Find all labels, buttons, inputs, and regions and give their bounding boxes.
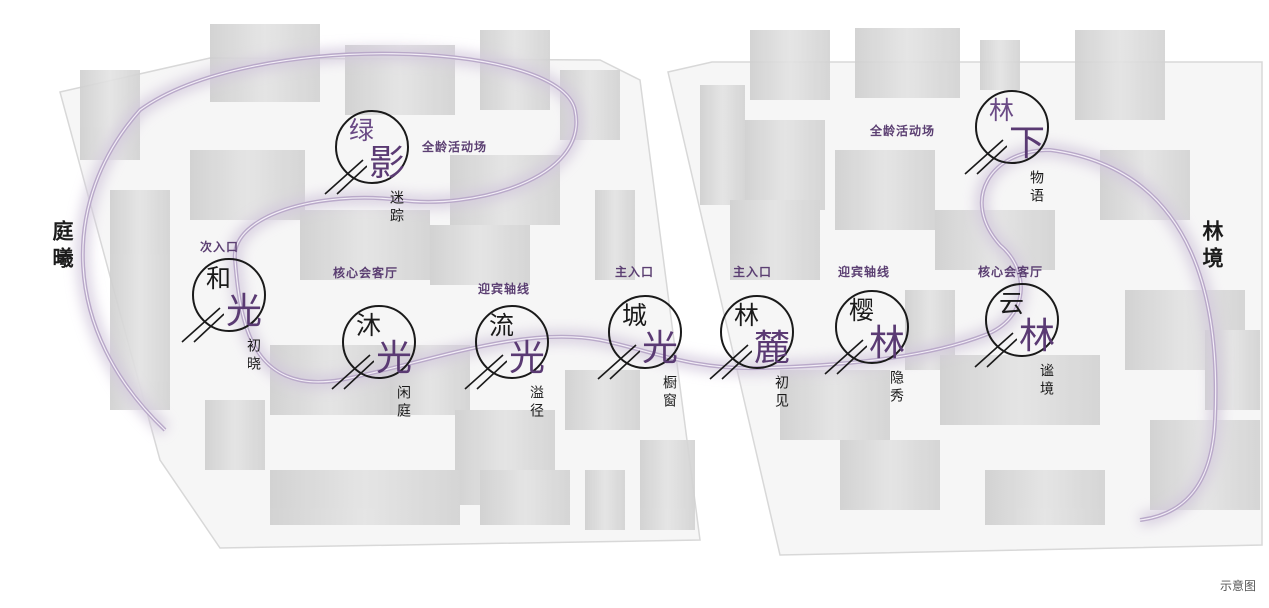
diagram-caption: 示意图 xyxy=(1219,579,1256,593)
label-secondary-entrance: 次入口 xyxy=(200,240,240,254)
node-char-1: 云 xyxy=(999,289,1025,318)
node-subtitle: 物语 xyxy=(1028,170,1044,206)
node-char-2: 光 xyxy=(642,328,679,369)
node-char-2: 林 xyxy=(1019,316,1056,357)
node-char-1: 沐 xyxy=(356,311,382,340)
hatch-mark xyxy=(324,159,367,195)
node-char-2: 光 xyxy=(509,338,546,379)
node-ring xyxy=(720,295,794,369)
hatch-mark xyxy=(824,339,867,375)
node-linxia: 林 下 物语 xyxy=(964,90,1115,240)
node-lvying: 绿 影 迷踪 xyxy=(324,110,475,260)
node-heguang: 和 光 初晓 xyxy=(181,258,332,408)
node-subtitle: 初见 xyxy=(773,375,789,411)
hatch-mark xyxy=(709,344,752,380)
hatch-mark xyxy=(181,307,224,343)
node-ring xyxy=(342,305,416,379)
node-char-2: 下 xyxy=(1009,123,1046,164)
hatch-mark xyxy=(597,344,640,380)
node-liuguang: 流 光 溢径 xyxy=(464,305,615,455)
node-yinglin: 樱 林 隐秀 xyxy=(824,290,975,440)
left-side-title: 庭曦 xyxy=(50,220,75,274)
node-muguang: 沐 光 闲庭 xyxy=(331,305,482,455)
label-core-lounge-right: 核心会客厅 xyxy=(978,265,1044,279)
node-char-1: 绿 xyxy=(349,116,375,145)
node-ring xyxy=(192,258,266,332)
right-side-title: 林境 xyxy=(1200,220,1225,274)
node-subtitle: 橱窗 xyxy=(661,375,677,411)
label-all-age-left: 全龄活动场 xyxy=(422,140,488,154)
node-char-2: 林 xyxy=(869,323,906,364)
node-chengguang: 城 光 橱窗 xyxy=(597,295,748,445)
node-linlu: 林 麓 初见 xyxy=(709,295,860,445)
node-ring xyxy=(835,290,909,364)
node-ring xyxy=(335,110,409,184)
hatch-mark xyxy=(331,354,374,390)
node-char-2: 光 xyxy=(376,338,413,379)
node-subtitle: 闲庭 xyxy=(395,385,411,421)
label-all-age-right: 全龄活动场 xyxy=(870,124,936,138)
label-core-lounge-left: 核心会客厅 xyxy=(333,266,399,280)
hatch-mark xyxy=(964,139,1007,175)
node-char-2: 影 xyxy=(369,143,406,184)
hatch-mark xyxy=(974,332,1017,368)
node-subtitle: 隐秀 xyxy=(888,370,904,406)
node-ring xyxy=(975,90,1049,164)
node-subtitle: 迷踪 xyxy=(388,190,404,226)
buildings-right xyxy=(700,28,1260,525)
node-yunlin: 云 林 谧境 xyxy=(974,283,1125,433)
node-char-1: 和 xyxy=(206,264,232,293)
hatch-mark xyxy=(464,354,507,390)
node-subtitle: 初晓 xyxy=(245,338,261,374)
node-ring xyxy=(475,305,549,379)
node-char-1: 樱 xyxy=(849,296,875,325)
label-main-entrance-left: 主入口 xyxy=(615,265,655,279)
label-welcome-axis-left: 迎宾轴线 xyxy=(478,282,531,296)
label-main-entrance-right: 主入口 xyxy=(733,265,773,279)
label-welcome-axis-right: 迎宾轴线 xyxy=(838,265,891,279)
route-line-inner xyxy=(82,53,1217,521)
node-subtitle: 谧境 xyxy=(1038,363,1054,399)
node-subtitle: 溢径 xyxy=(528,385,544,421)
node-ring xyxy=(608,295,682,369)
node-char-2: 麓 xyxy=(754,328,791,369)
node-char-1: 城 xyxy=(622,301,648,330)
node-char-1: 林 xyxy=(989,96,1015,125)
node-char-1: 林 xyxy=(734,301,760,330)
node-ring xyxy=(985,283,1059,357)
node-char-1: 流 xyxy=(489,311,515,340)
node-char-2: 光 xyxy=(226,291,263,332)
